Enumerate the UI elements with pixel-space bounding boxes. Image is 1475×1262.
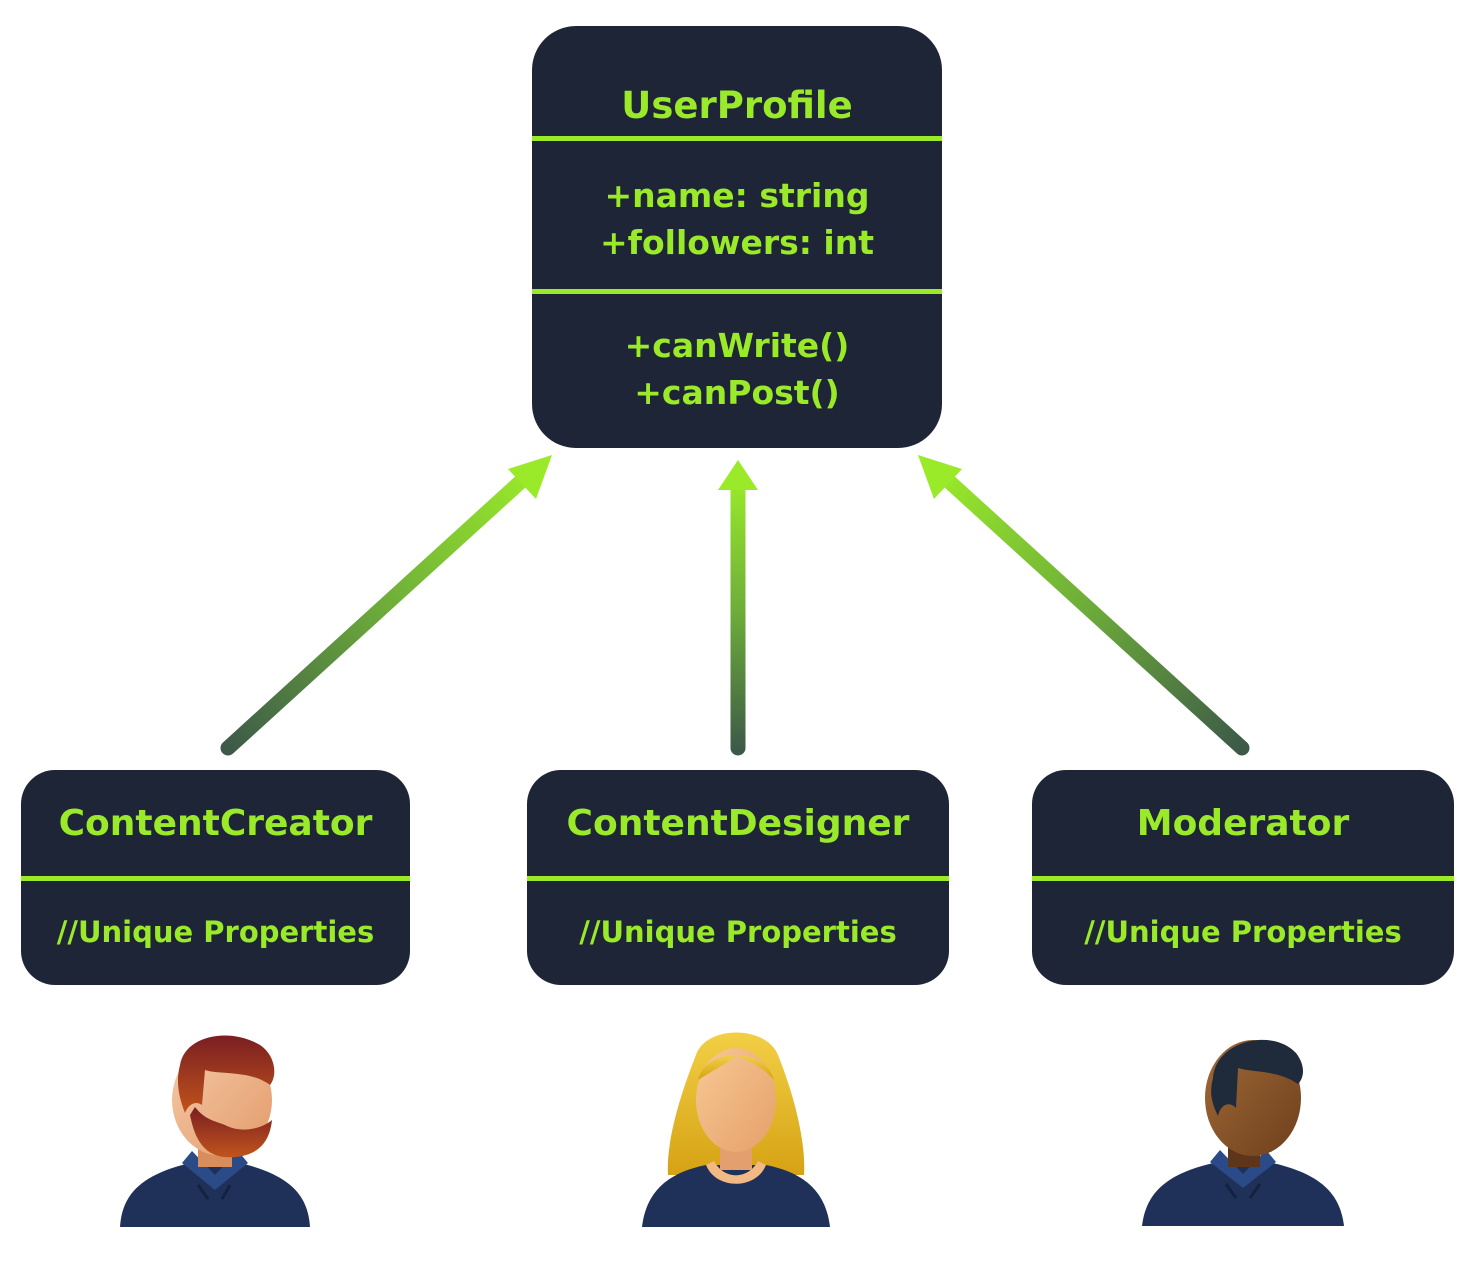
inheritance-arrow-contentcreator	[220, 455, 552, 756]
class-name: ContentDesigner	[566, 803, 910, 844]
class-box-moderator: Moderator //Unique Properties	[1032, 770, 1454, 985]
inheritance-arrow-moderator	[918, 455, 1250, 756]
class-divider	[21, 876, 410, 881]
class-name: Moderator	[1136, 803, 1350, 844]
class-box-contentdesigner: ContentDesigner //Unique Properties	[527, 770, 949, 985]
class-divider	[532, 136, 942, 141]
class-name: UserProfile	[621, 84, 853, 127]
class-divider	[532, 289, 942, 294]
class-box-contentcreator: ContentCreator //Unique Properties	[21, 770, 410, 985]
class-divider	[527, 876, 949, 881]
dark-skinned-man-icon	[1142, 1039, 1344, 1226]
class-box-userprofile: UserProfile +name: string +followers: in…	[532, 26, 942, 448]
class-name: ContentCreator	[58, 803, 373, 844]
class-method: +canPost()	[634, 373, 840, 412]
class-method: +canWrite()	[624, 326, 850, 365]
class-divider	[1032, 876, 1454, 881]
blonde-woman-icon	[642, 1032, 830, 1227]
class-body: //Unique Properties	[1084, 915, 1402, 949]
bearded-man-icon	[120, 1035, 310, 1227]
class-attribute: +name: string	[604, 176, 870, 215]
inheritance-arrow-contentdesigner	[718, 460, 758, 756]
class-body: //Unique Properties	[579, 915, 897, 949]
class-attribute: +followers: int	[599, 223, 875, 262]
class-body: //Unique Properties	[56, 915, 375, 949]
